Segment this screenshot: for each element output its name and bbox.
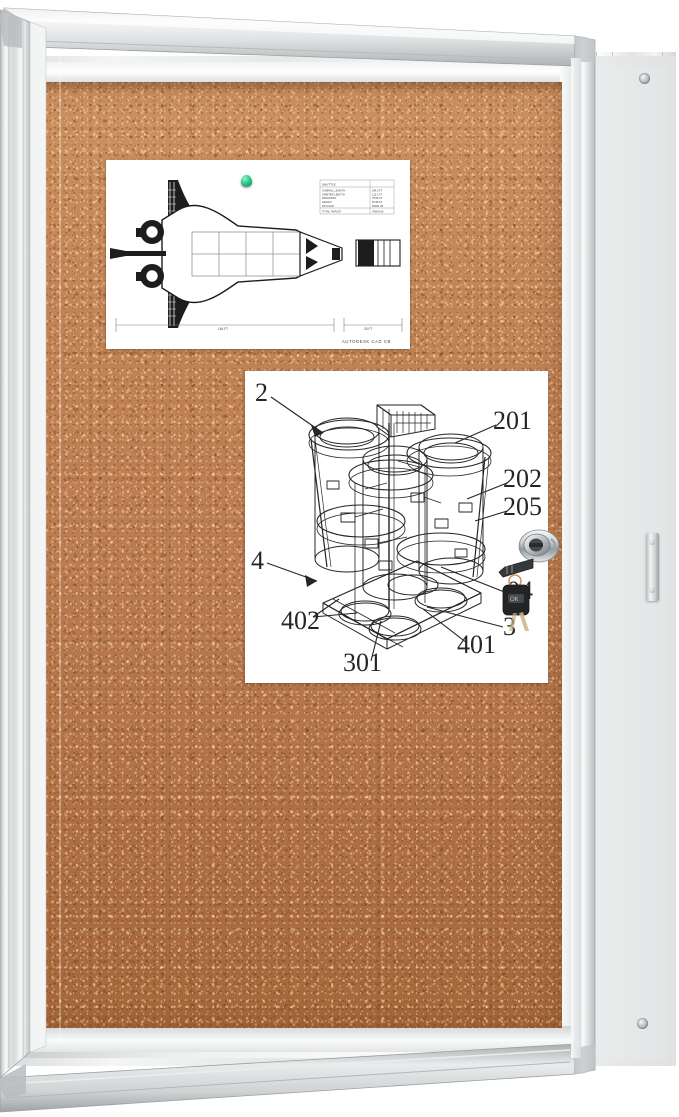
poster-patent-drawing[interactable]: 2 201 202 205 4 402 04 3 401 301 [245,371,548,683]
dimension-lines [115,318,403,332]
hinge-screw [650,540,655,545]
svg-text:7800 KLB: 7800 KLB [372,209,384,213]
pushpin-green[interactable] [241,175,252,187]
svg-text:78.06 FT: 78.06 FT [372,196,383,200]
svg-text:AUTODESK CAD CB: AUTODESK CAD CB [342,339,391,344]
svg-text:4: 4 [251,546,264,575]
svg-text:28 FT: 28 FT [364,327,372,331]
poster-space-shuttle[interactable]: SHUTTLE OVERALL LENGTH 184.2 FT ORBITER … [106,160,410,349]
svg-text:184 FT: 184 FT [218,327,228,331]
key-with-fob[interactable]: OK [489,541,561,631]
leader-arrowheads [305,425,323,587]
cork-edge-shadow-top [24,82,562,92]
shuttle-spec-table: SHUTTLE OVERALL LENGTH 184.2 FT ORBITER … [319,179,395,215]
door-corner-cap-bl [0,1064,26,1098]
svg-text:WINGSPAN: WINGSPAN [322,196,336,200]
leader-lines [266,396,508,662]
case-front-edge [571,58,581,1058]
shuttle-drawing: SHUTTLE OVERALL LENGTH 184.2 FT ORBITER … [106,160,410,349]
svg-text:201: 201 [493,406,532,435]
svg-text:2: 2 [255,378,268,407]
svg-text:184.2 FT: 184.2 FT [372,189,383,193]
cork-edge-shadow-left [24,82,34,1028]
case-rail-bottom [14,1026,574,1052]
svg-text:OVERALL LENGTH: OVERALL LENGTH [322,189,345,193]
svg-text:401: 401 [457,630,496,659]
svg-text:56.58 FT: 56.58 FT [372,200,383,204]
lock-cylinder[interactable] [505,529,561,567]
svg-text:402: 402 [281,606,320,635]
svg-text:65000 LB: 65000 LB [372,204,383,208]
svg-text:205: 205 [503,492,542,521]
svg-text:OK: OK [510,597,519,603]
frame-corner-screw [639,73,650,84]
door-hinge [646,533,659,601]
frame-corner-screw [637,1018,648,1029]
svg-text:ORBITER LENGTH: ORBITER LENGTH [322,192,345,196]
svg-text:TOTAL THRUST: TOTAL THRUST [322,209,342,213]
hinge-screw [650,588,655,593]
svg-text:202: 202 [503,464,542,493]
svg-text:HEIGHT: HEIGHT [322,200,332,204]
svg-text:301: 301 [343,648,382,677]
patent-drawing: 2 201 202 205 4 402 04 3 401 301 [245,371,548,683]
svg-text:PAYLOAD: PAYLOAD [322,204,334,208]
case-rail-top [14,62,574,84]
svg-text:122.2 FT: 122.2 FT [372,192,383,196]
svg-text:SHUTTLE: SHUTTLE [322,183,336,187]
callout-numbers: 2 201 202 205 4 402 04 3 401 301 [251,378,542,677]
